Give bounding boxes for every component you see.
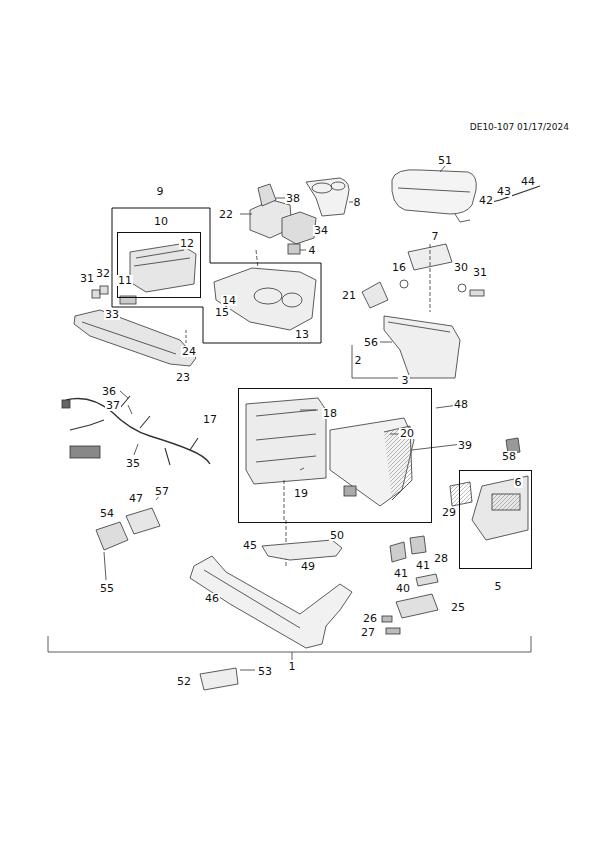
callout-number: 1	[288, 661, 297, 672]
callout-number: 6	[514, 477, 523, 488]
callout-number: 33	[104, 309, 120, 320]
callout-number: 55	[99, 583, 115, 594]
callout-number: 22	[218, 209, 234, 220]
group-outline	[112, 208, 322, 344]
callout-number: 43	[496, 186, 512, 197]
group-number: 17	[202, 414, 218, 425]
callout-number: 3	[401, 375, 410, 386]
callout-number: 36	[101, 386, 117, 397]
callout-number: 40	[395, 583, 411, 594]
callout-number: 45	[242, 540, 258, 551]
callout-number: 41	[415, 560, 431, 571]
callout-number: 32	[95, 268, 111, 279]
callout-number: 57	[154, 486, 170, 497]
callout-number: 19	[293, 488, 309, 499]
callout-number: 54	[99, 508, 115, 519]
callout-number: 46	[204, 593, 220, 604]
callout-number: 35	[125, 458, 141, 469]
callout-number: 52	[176, 676, 192, 687]
group-number: 5	[494, 581, 503, 592]
callout-number: 31	[472, 267, 488, 278]
callout-number: 15	[214, 307, 230, 318]
callout-number: 29	[441, 507, 457, 518]
callout-number: 41	[393, 568, 409, 579]
callout-number: 48	[453, 399, 469, 410]
callout-number: 14	[221, 295, 237, 306]
callout-number: 38	[285, 193, 301, 204]
callout-number: 27	[360, 627, 376, 638]
callout-number: 2	[354, 355, 363, 366]
callout-number: 51	[437, 155, 453, 166]
callout-number: 25	[450, 602, 466, 613]
group-number: 10	[153, 216, 169, 227]
callout-number: 23	[175, 372, 191, 383]
callout-number: 58	[501, 451, 517, 462]
group-outline-shape	[112, 208, 321, 343]
callout-number: 18	[322, 408, 338, 419]
callout-number: 37	[105, 400, 121, 411]
group-frame: 910	[112, 208, 322, 344]
callout-number: 4	[308, 245, 317, 256]
callout-number: 30	[453, 262, 469, 273]
callout-number: 11	[117, 275, 133, 286]
callout-number: 53	[257, 666, 273, 677]
callout-number: 56	[363, 337, 379, 348]
group-number: 9	[156, 186, 165, 197]
callout-number: 28	[433, 553, 449, 564]
callout-number: 13	[294, 329, 310, 340]
callout-number: 16	[391, 262, 407, 273]
callout-number: 42	[478, 195, 494, 206]
callout-number: 47	[128, 493, 144, 504]
callout-number: 50	[329, 530, 345, 541]
callout-number: 8	[353, 197, 362, 208]
callout-number: 44	[520, 176, 536, 187]
callout-number: 20	[399, 428, 415, 439]
callout-number: 49	[300, 561, 316, 572]
callout-number: 24	[181, 346, 197, 357]
callout-number: 21	[341, 290, 357, 301]
callout-number: 26	[362, 613, 378, 624]
callout-number: 12	[179, 238, 195, 249]
callout-number: 31	[79, 273, 95, 284]
callout-number: 7	[431, 231, 440, 242]
document-code: DE10-107 01/17/2024	[469, 123, 570, 132]
callout-number: 34	[313, 225, 329, 236]
callout-number: 39	[457, 440, 473, 451]
